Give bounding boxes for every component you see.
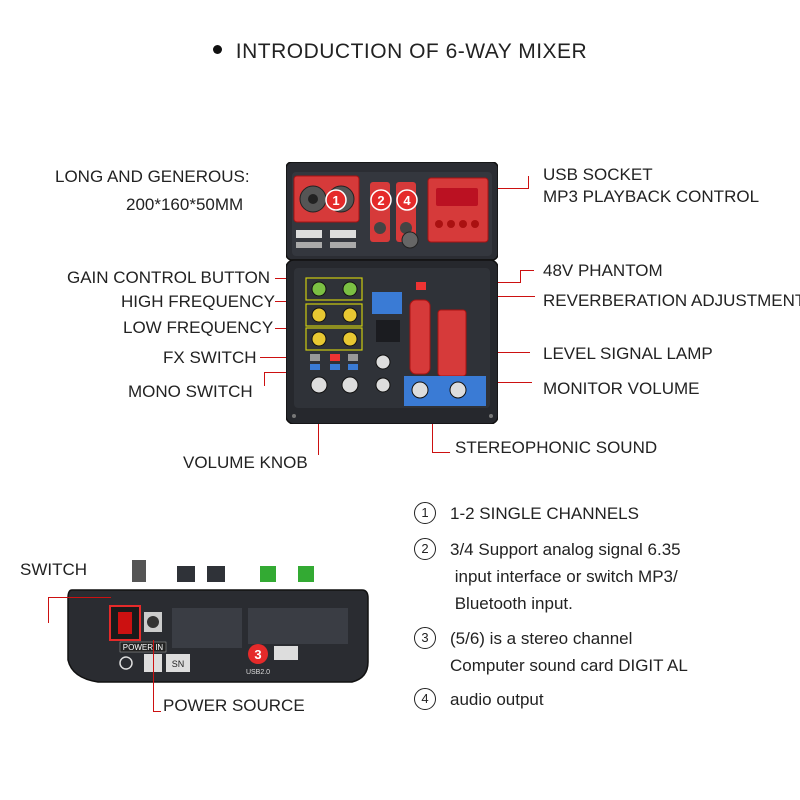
mp3-control-label: MP3 PLAYBACK CONTROL [543, 187, 760, 206]
usb-socket-label: USB SOCKET [543, 165, 653, 184]
page-title: INTRODUCTION OF 6-WAY MIXER [0, 40, 800, 64]
power-in-text: POWER IN [123, 643, 164, 652]
reverb-label: REVERBERATION ADJUSTMENT [543, 291, 800, 310]
callout-line-phantom-v [520, 270, 521, 282]
callout-line-stereo-h [432, 452, 450, 453]
legend-number-2: 2 [414, 538, 436, 560]
switch-label: SWITCH [20, 560, 88, 579]
callout-line-power-v [153, 640, 154, 712]
sn-text: SN [172, 659, 185, 669]
legend-number-1: 1 [414, 502, 436, 524]
mixer-rear-view: POWER IN SN 3 USB2.0 [62, 550, 372, 698]
callout-line-lamp [468, 352, 530, 353]
callout-line-gain [275, 278, 291, 279]
mixer-top-view: 1 2 4 [285, 161, 499, 425]
power-source-label: POWER SOURCE [163, 696, 305, 715]
monitor-volume-label: MONITOR VOLUME [543, 379, 700, 398]
callout-line-power-h [153, 711, 161, 712]
mixer-illustration: 1 2 4 [285, 161, 499, 425]
size-value-label: 200*160*50MM [126, 195, 244, 214]
legend-number-3: 3 [414, 627, 436, 649]
bullet-dot-icon [212, 44, 222, 54]
mono-switch-label: MONO SWITCH [128, 382, 253, 401]
legend-number-4: 4 [414, 688, 436, 710]
callout-line-volume [318, 400, 319, 455]
badge-1: 1 [332, 193, 339, 208]
usb-mark-text: USB2.0 [246, 669, 270, 676]
callout-line-switch-v [48, 597, 49, 623]
callout-line-fx [260, 357, 310, 358]
high-frequency-label: HIGH FREQUENCY [121, 292, 275, 311]
callout-line-phantom-a [520, 270, 534, 271]
badge-2: 2 [377, 193, 384, 208]
badge-3: 3 [254, 647, 261, 662]
callout-line-usb-v [528, 176, 529, 188]
callout-line-stereo-v [432, 403, 433, 453]
badge-4: 4 [403, 193, 411, 208]
level-lamp-label: LEVEL SIGNAL LAMP [543, 344, 713, 363]
fx-switch-label: FX SWITCH [163, 348, 257, 367]
callout-line-usb [497, 188, 529, 189]
gain-label: GAIN CONTROL BUTTON [67, 268, 271, 287]
callout-line-switch-h [48, 597, 111, 598]
rear-illustration: POWER IN SN 3 USB2.0 [67, 560, 369, 683]
callout-line-mono-v [264, 372, 265, 386]
volume-knob-label: VOLUME KNOB [183, 453, 308, 472]
low-frequency-label: LOW FREQUENCY [123, 318, 274, 337]
size-title-label: LONG AND GENEROUS: [55, 167, 250, 186]
stereo-sound-label: STEREOPHONIC SOUND [455, 438, 658, 457]
phantom-label: 48V PHANTOM [543, 261, 663, 280]
